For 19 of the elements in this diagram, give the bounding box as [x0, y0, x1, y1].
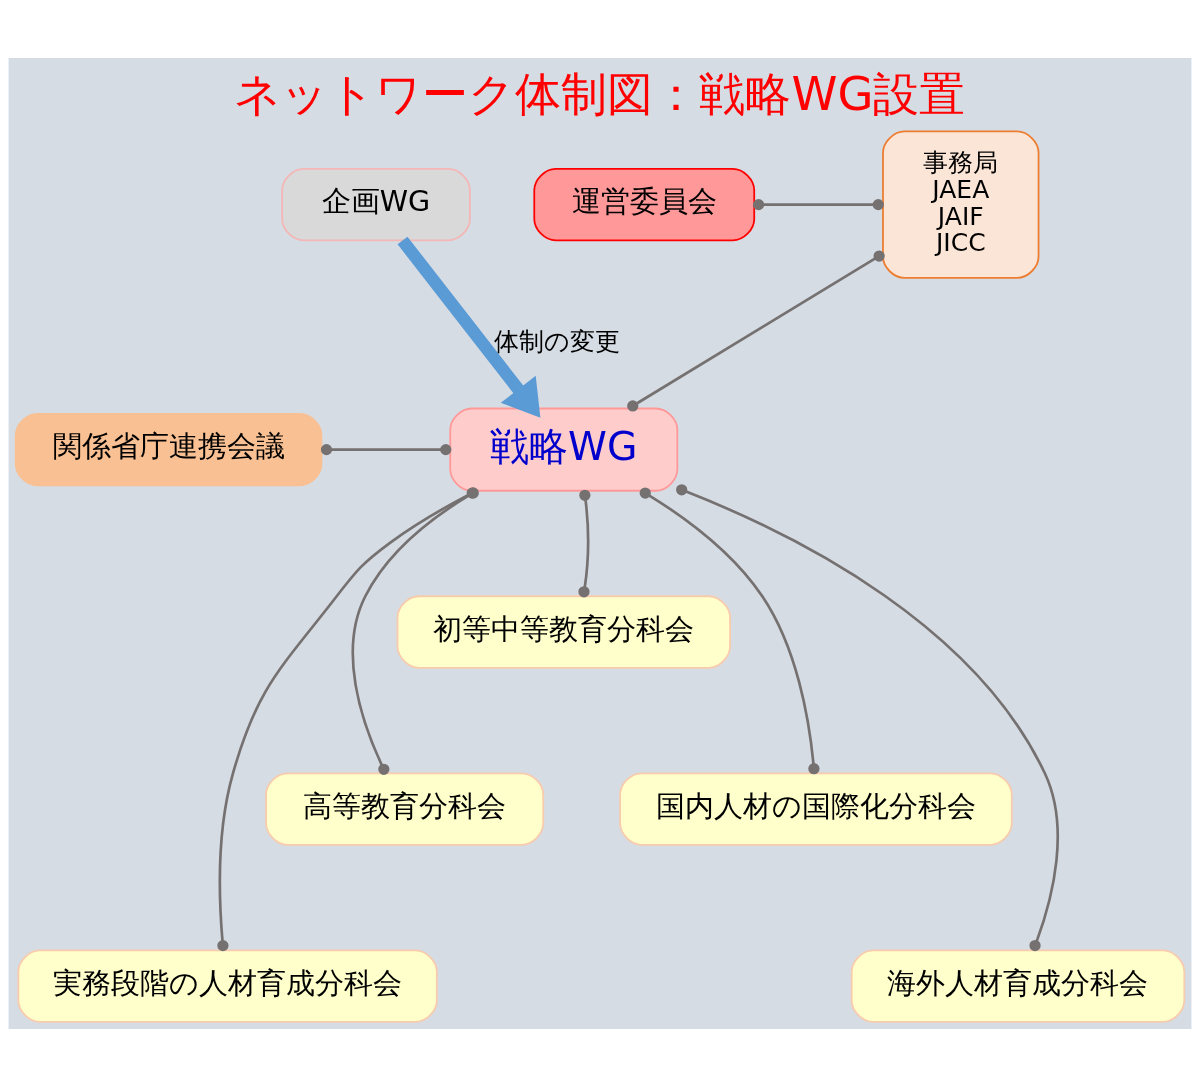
- node-box: 運営委員会: [533, 167, 756, 242]
- node-box: 関係省庁連携会議: [14, 412, 323, 487]
- arrow: [397, 236, 541, 418]
- node-box: 国内人材の国際化分科会: [619, 772, 1013, 846]
- node-box: 事務局 JAEA JAIF JICC: [882, 130, 1040, 279]
- node-box: 高等教育分科会: [265, 772, 545, 846]
- node-box: 戦略WG: [449, 407, 679, 492]
- node-box: 海外人材育成分科会: [850, 949, 1186, 1023]
- node-box: 企画WG: [281, 167, 471, 242]
- node-box: 実務段階の人材育成分科会: [17, 949, 438, 1023]
- connector: [320, 444, 452, 456]
- node-box: 初等中等教育分科会: [396, 595, 731, 669]
- edge-label: 体制の変更: [493, 326, 620, 356]
- connector: [639, 487, 820, 775]
- connector: [752, 199, 884, 211]
- diagram-title: ネットワーク体制図：戦略WG設置: [234, 66, 966, 121]
- connector: [627, 250, 885, 412]
- connector: [676, 484, 1059, 952]
- connector: [578, 489, 591, 598]
